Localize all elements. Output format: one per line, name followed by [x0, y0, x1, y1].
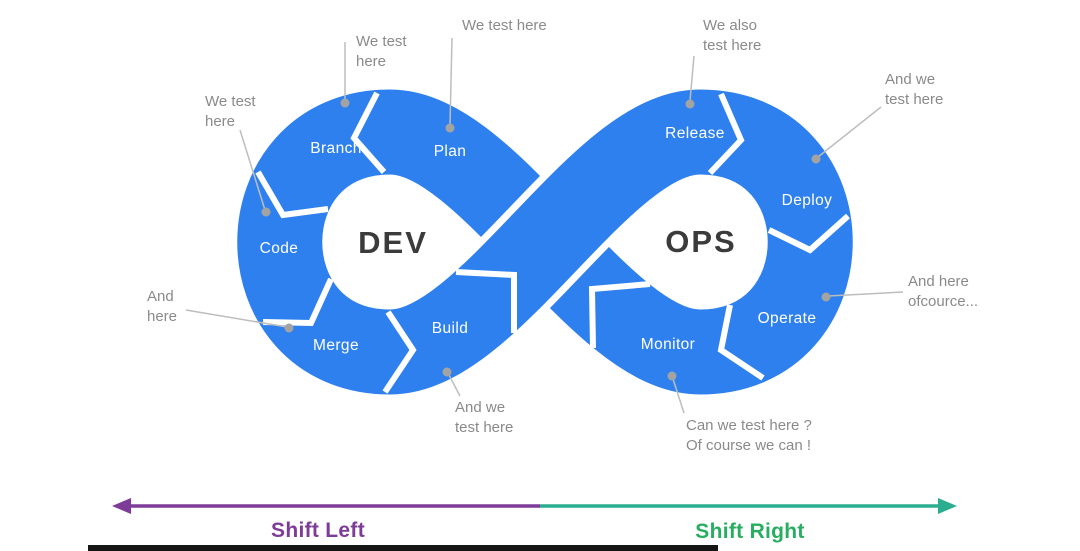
annotation-monitor: Can we test here ? Of course we can !: [686, 417, 812, 454]
annotation-branch: We test here: [356, 33, 407, 70]
leader-line-build: [448, 374, 461, 397]
annotation-build: And we test here: [455, 399, 514, 436]
stage-label-build: Build: [431, 320, 469, 337]
chevron-operate-monitor: [717, 304, 765, 381]
right-arc-band: [697, 89, 853, 395]
chevron-branch-code: [255, 170, 329, 219]
segment-chevrons: [255, 91, 851, 394]
leader-dot-release: [685, 99, 695, 109]
annotation-release: We also test here: [703, 17, 762, 54]
stage-label-plan: Plan: [433, 143, 467, 160]
stage-label-code: Code: [259, 240, 299, 257]
shift-right-arrowhead-icon: [938, 498, 957, 514]
leader-dot-branch: [340, 98, 350, 108]
leader-dot-plan: [445, 123, 455, 133]
stage-label-deploy: Deploy: [781, 192, 833, 209]
shift-right-label: Shift Right: [695, 520, 805, 543]
leader-dot-operate: [821, 292, 831, 302]
chevron-release-deploy: [707, 92, 745, 176]
shift-left-label: Shift Left: [271, 519, 365, 542]
stage-label-branch: Branch: [310, 140, 362, 157]
stage-label-release: Release: [665, 125, 725, 142]
leader-dot-merge: [284, 323, 294, 333]
annotation-merge: And here: [147, 288, 178, 325]
annotation-deploy: And we test here: [885, 71, 944, 108]
rising-band: [386, 89, 704, 395]
annotation-operate: And here ofcource...: [908, 273, 979, 310]
chevron-build-crossing: [455, 269, 517, 333]
shift-arrows: [112, 498, 957, 514]
leader-dot-build: [442, 367, 452, 377]
leader-line-deploy: [817, 106, 882, 158]
leader-line-operate: [827, 291, 904, 297]
stage-label-merge: Merge: [313, 337, 359, 354]
stage-label-monitor: Monitor: [640, 336, 696, 353]
chevron-deploy-operate: [767, 213, 851, 254]
leader-dot-monitor: [667, 371, 677, 381]
annotation-plan: We test here: [462, 17, 547, 34]
chevron-plan-branch: [350, 91, 387, 174]
leader-dot-deploy: [811, 154, 821, 164]
chevron-merge-build: [382, 310, 417, 394]
left-arc-band: [237, 89, 393, 395]
shift-left-arrowhead-icon: [112, 498, 131, 514]
leader-line-release: [689, 55, 695, 102]
leader-dots: [261, 98, 831, 381]
infinity-loop: [237, 82, 853, 402]
bottom-edge-bar: [88, 545, 718, 551]
annotation-code: We test here: [205, 93, 256, 130]
dev-hub-label: DEV: [358, 225, 428, 260]
ops-hub-label: OPS: [665, 224, 737, 259]
leader-line-code: [239, 129, 266, 211]
leader-line-monitor: [672, 378, 685, 414]
leader-lines: [185, 37, 904, 414]
leader-line-merge: [185, 309, 288, 328]
stage-label-operate: Operate: [757, 310, 817, 327]
leader-line-plan: [449, 37, 453, 126]
leader-dot-code: [261, 207, 271, 217]
chevron-monitor-crossing: [588, 281, 651, 349]
chevron-code-merge: [262, 277, 334, 327]
